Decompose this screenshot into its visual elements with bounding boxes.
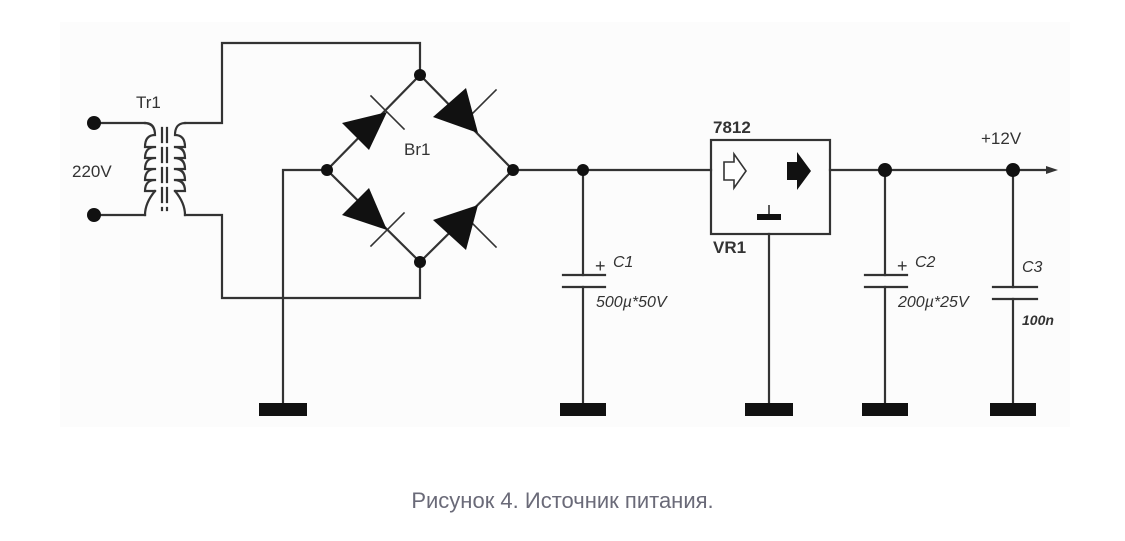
bridge-negative-wire <box>281 168 329 410</box>
regulator-ground-icon <box>757 214 781 220</box>
bridge-node-top <box>414 69 426 81</box>
diagram-panel <box>60 22 1070 427</box>
ground-symbol-icon <box>862 403 908 416</box>
diode-bar-1 <box>369 94 406 131</box>
c3-value-label: 100n <box>1022 312 1054 328</box>
c2-ref-label: C2 <box>915 254 936 271</box>
bridge-node-bottom <box>414 256 426 268</box>
diode-3 <box>342 188 387 230</box>
c2-junction <box>878 163 892 177</box>
input-terminal-bottom <box>87 208 101 222</box>
diode-2 <box>433 88 478 133</box>
transformer-primary-coil <box>143 121 157 217</box>
c1-junction <box>577 164 589 176</box>
transformer-label: Tr1 <box>136 93 161 112</box>
c1-ref-label: C1 <box>613 254 633 271</box>
input-terminal-top <box>87 116 101 130</box>
c2-value-label: 200µ*25V <box>897 294 970 311</box>
diode-1 <box>342 112 387 150</box>
c1-value-label: 500µ*50V <box>596 294 668 311</box>
c2-plus-sign: + <box>897 256 908 276</box>
regulator-part-label: 7812 <box>713 118 751 137</box>
ground-symbol-icon <box>990 403 1036 416</box>
ground-symbol-icon <box>259 403 307 416</box>
regulator-input-arrow-icon <box>723 151 747 191</box>
figure-caption: Рисунок 4. Источник питания. <box>411 488 714 513</box>
power-supply-schematic: Tr1 220V Br1 7812 VR1 +12V + C1 500µ*50V… <box>60 22 1070 427</box>
diode-bar-3 <box>369 211 406 248</box>
ground-symbol-icon <box>745 403 793 416</box>
c3-junction <box>1006 163 1020 177</box>
regulator-ref-label: VR1 <box>713 238 746 257</box>
ground-symbol-icon <box>560 403 606 416</box>
output-voltage-label: +12V <box>981 129 1022 148</box>
bridge-node-right <box>507 164 519 176</box>
regulator-output-arrow-icon <box>787 152 811 190</box>
c1-plus-sign: + <box>595 256 606 276</box>
secondary-wire-bottom <box>183 213 422 300</box>
output-arrow-icon <box>1046 166 1058 174</box>
bridge-label: Br1 <box>404 140 430 159</box>
c3-ref-label: C3 <box>1022 259 1043 276</box>
diode-4 <box>433 205 478 250</box>
regulator-box <box>709 138 832 236</box>
bridge-node-left <box>321 164 333 176</box>
transformer-secondary-coil <box>173 121 187 217</box>
input-voltage-label: 220V <box>72 162 112 181</box>
secondary-wire-top <box>183 41 422 125</box>
